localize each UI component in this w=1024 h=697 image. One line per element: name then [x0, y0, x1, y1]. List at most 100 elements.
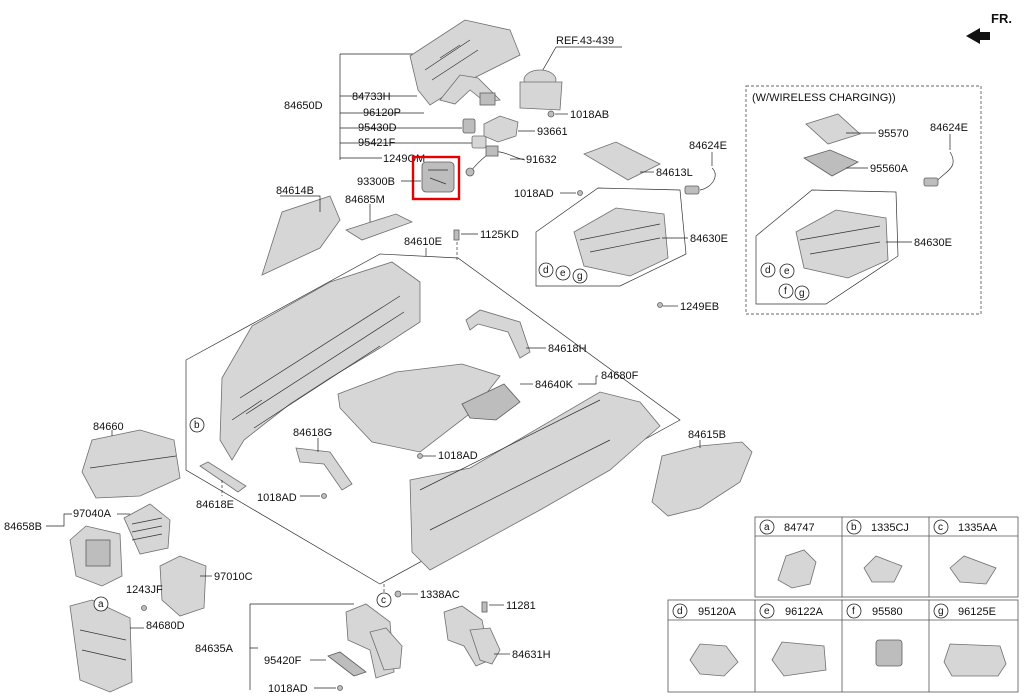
side-cover-right-group: 84615B [651, 429, 753, 517]
callout-g2: g [799, 288, 805, 299]
wireless-charging-group: (W/WIRELESS CHARGING)) 95570 95560A 8462… [745, 85, 982, 315]
panel-84658B-opening [85, 539, 111, 567]
bolt-1249EB [657, 302, 663, 308]
part-label-1125KD: 1125KD [480, 229, 519, 241]
side-panel-detail [419, 399, 611, 531]
part-label-84733H: 84733H [352, 91, 391, 103]
connector-84624E-a [684, 185, 700, 195]
part-label-84613L: 84613L [656, 167, 693, 179]
tray-detail-b [799, 225, 881, 255]
legend-b-part: 1335CJ [871, 522, 909, 534]
part-label-84630E-a: 84630E [690, 233, 728, 245]
main-console-assembly: b 84618H 84640K 84680F 84618G 1018AD 846… [185, 253, 681, 585]
part-label-1018AD-left: 1018AD [257, 492, 297, 504]
leader-84650D-branches [340, 53, 472, 159]
highlight-box-93300B[interactable] [411, 155, 461, 201]
callout-e2: e [784, 266, 790, 277]
part-label-93661: 93661 [537, 126, 568, 138]
part-label-1018AB: 1018AB [570, 109, 609, 121]
callout-d1: d [543, 265, 549, 276]
part-label-11281: 11281 [506, 600, 536, 612]
leader-ref [539, 46, 622, 76]
legend-c-part: 1335AA [958, 522, 998, 534]
screw-11281 [481, 601, 488, 613]
part-label-84618E: 84618E [196, 499, 234, 511]
legend-f-shape [875, 639, 903, 667]
callout-g1: g [577, 271, 583, 282]
bolt-1018AB [547, 110, 555, 118]
shift-knob-base [519, 81, 563, 111]
legend-a-part: 84747 [784, 522, 815, 534]
legend-e-circle [759, 603, 775, 619]
sensor-95420F [327, 651, 367, 677]
part-label-97040A: 97040A [73, 508, 112, 520]
bottom-bracket-group: c 1338AC 84635A 95420F 1018AD 11281 8463… [195, 584, 551, 695]
armrest-84660 [81, 429, 181, 499]
part-93300B-detail [428, 169, 448, 185]
legend-c-circle [933, 519, 949, 535]
legend-c-letter: c [938, 522, 943, 533]
part-label-84618H: 84618H [548, 343, 587, 355]
part-label-97010C: 97010C [214, 571, 253, 583]
legend-a-circle [759, 519, 775, 535]
part-label-84610E: 84610E [404, 236, 442, 248]
bolt-1018AD-left [321, 493, 327, 499]
part-label-1018AD-top: 1018AD [514, 188, 554, 200]
callout-e2-circle [779, 263, 795, 279]
bracket-84631H-b [469, 627, 501, 665]
frame-ribs [231, 295, 405, 429]
part-label-1243JF: 1243JF [126, 584, 163, 596]
legend-f-part: 95580 [872, 606, 903, 618]
part-label-1249OM: 1249OM [383, 153, 425, 165]
part-label-91632: 91632 [526, 154, 557, 166]
part-label-84660: 84660 [93, 421, 124, 433]
cover-84680D-detail [79, 629, 127, 661]
legend-g-circle [933, 603, 949, 619]
wire-harness-91632 [469, 151, 526, 173]
cup-97010C [159, 555, 207, 617]
console-side-group: 84614B 84685M 84610E 1125KD [261, 185, 519, 276]
callout-g2-circle [794, 285, 810, 301]
legend-g-letter: g [938, 606, 944, 617]
front-label: FR. [991, 11, 1012, 26]
tray-detail-a [579, 223, 661, 253]
clip-1338AC [394, 590, 402, 598]
part-label-84631H: 84631H [512, 649, 551, 661]
wireless-header: (W/WIRELESS CHARGING)) [752, 92, 896, 104]
bracket-84635A-b [369, 627, 403, 671]
lamp-95430D [462, 118, 476, 134]
tray-84630E-a [573, 207, 669, 277]
part-label-84615B: 84615B [688, 429, 726, 441]
console-frame-84610E [219, 261, 421, 461]
front-arrow-icon [966, 28, 990, 44]
side-panel-lower [409, 391, 661, 571]
legend-g-shape [943, 643, 1007, 677]
part-label-84635A: 84635A [195, 643, 234, 655]
legend-a-shape [777, 549, 817, 589]
legend-f-letter: f [852, 606, 855, 617]
wire-connector-91632-b [485, 145, 499, 157]
legend-grid: a 84747 b 1335CJ c 1335AA d 95120A e 961… [667, 516, 1019, 693]
callout-c-circle [376, 592, 392, 608]
legend-e-part: 96122A [785, 606, 824, 618]
tray-group: 84613L 84624E 1018AD 84630E d e g 1249EB [514, 140, 728, 313]
screw-1243JF [141, 605, 147, 611]
part-label-84614B: 84614B [276, 185, 314, 197]
leader-84614B [280, 195, 321, 212]
leader-84680F [578, 375, 598, 385]
part-label-95570: 95570 [878, 128, 909, 140]
legend-d-shape [689, 643, 739, 677]
bracket-84618H [465, 309, 531, 359]
vent-fins [131, 517, 163, 541]
assembly-outline [185, 253, 681, 585]
callout-a: a [98, 599, 104, 610]
part-label-95420F: 95420F [264, 655, 302, 667]
bolt-1018AD-top [577, 190, 583, 196]
callout-c: c [381, 595, 386, 606]
part-93300B [421, 161, 455, 193]
insert-84640K [461, 383, 521, 421]
legend-d-circle [672, 603, 688, 619]
part-label-1018AD-mid: 1018AD [438, 450, 478, 462]
legend-row-2 [667, 599, 1019, 693]
shifter-bezel-84733H [409, 19, 521, 106]
